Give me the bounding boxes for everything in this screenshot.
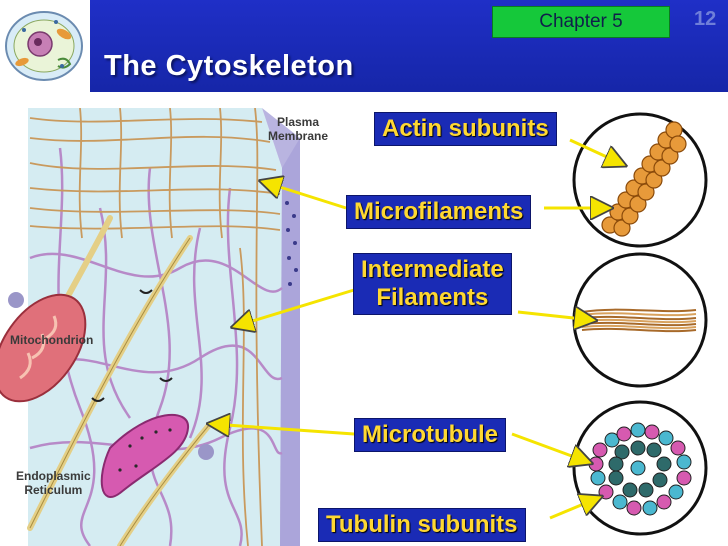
actin-subunits-label: Actin subunits xyxy=(374,112,557,146)
slide-title: The Cytoskeleton xyxy=(104,50,354,82)
er-label-line2: Reticulum xyxy=(24,483,83,497)
intermediate-filaments-label: Intermediate Filaments xyxy=(353,253,512,315)
filament-detail-circles xyxy=(572,112,708,536)
er-label-line1: Endoplasmic xyxy=(16,469,91,483)
microfilaments-label: Microfilaments xyxy=(346,195,532,229)
tubulin-subunits-label: Tubulin subunits xyxy=(318,508,526,542)
er-label: Endoplasmic Reticulum xyxy=(16,469,91,497)
plasma-membrane-label: Plasma Membrane xyxy=(268,115,328,143)
mitochondrion-label: Mitochondrion xyxy=(10,333,94,347)
microtubule-label: Microtubule xyxy=(354,418,506,452)
slide-number: 12 xyxy=(694,8,717,30)
intermediate-line2: Filaments xyxy=(376,284,489,311)
plasma-label-line2: Membrane xyxy=(268,129,329,143)
plasma-label-line1: Plasma xyxy=(277,115,320,129)
cell-logo-icon xyxy=(0,0,90,92)
intermediate-line1: Intermediate xyxy=(361,256,504,283)
chapter-badge: Chapter 5 xyxy=(492,6,670,38)
